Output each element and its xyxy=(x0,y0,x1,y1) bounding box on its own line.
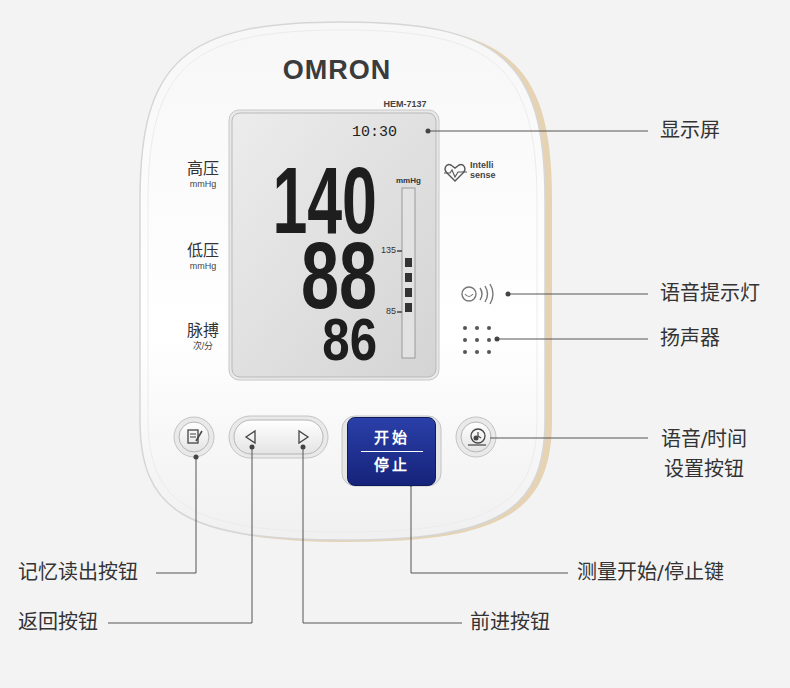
callout-label: 返回按钮 xyxy=(18,610,98,634)
feature-logo: Intelli sense xyxy=(470,161,504,181)
scale-mark: 135 xyxy=(381,246,396,255)
display-screen: 10:30140mmHg135888586 xyxy=(232,113,436,377)
callout-label: 前进按钮 xyxy=(470,610,550,634)
divider-line xyxy=(361,451,423,452)
unit-label: mmHg xyxy=(396,177,421,185)
button-label: 停止 xyxy=(374,456,410,474)
clock-reading: 10:30 xyxy=(352,125,397,140)
diastolic-reading: 88 xyxy=(301,228,377,323)
field-name: 高压 xyxy=(187,161,219,177)
callout-label: 语音提示灯 xyxy=(660,281,760,305)
device-body: OMRON HEM-7137 高压 mmHg Intelli sense 低压 mmHg 脉搏… xyxy=(140,22,545,542)
unit-label: mmHg xyxy=(190,180,217,189)
callout-label: 显示屏 xyxy=(660,118,720,142)
unit-label: 次/分 xyxy=(193,342,214,351)
callout-label: 语音/时间 设置按钮 xyxy=(652,424,756,484)
callout-label: 测量开始/停止键 xyxy=(577,560,724,584)
leader-lines xyxy=(108,131,648,623)
brand-logo: OMRON xyxy=(283,57,392,84)
model-number: HEM-7137 xyxy=(383,100,426,109)
button-label: 开始 xyxy=(374,429,410,447)
scale-mark: 85 xyxy=(386,307,396,316)
callout-label: 扬声器 xyxy=(660,326,720,350)
pulse-reading: 86 xyxy=(322,310,377,370)
field-name: 脉搏 xyxy=(187,323,219,339)
callout-label: 记忆读出按钮 xyxy=(18,560,138,584)
unit-label: mmHg xyxy=(190,262,217,271)
start-stop-button: 开始停止 xyxy=(347,417,436,486)
field-name: 低压 xyxy=(187,243,219,259)
